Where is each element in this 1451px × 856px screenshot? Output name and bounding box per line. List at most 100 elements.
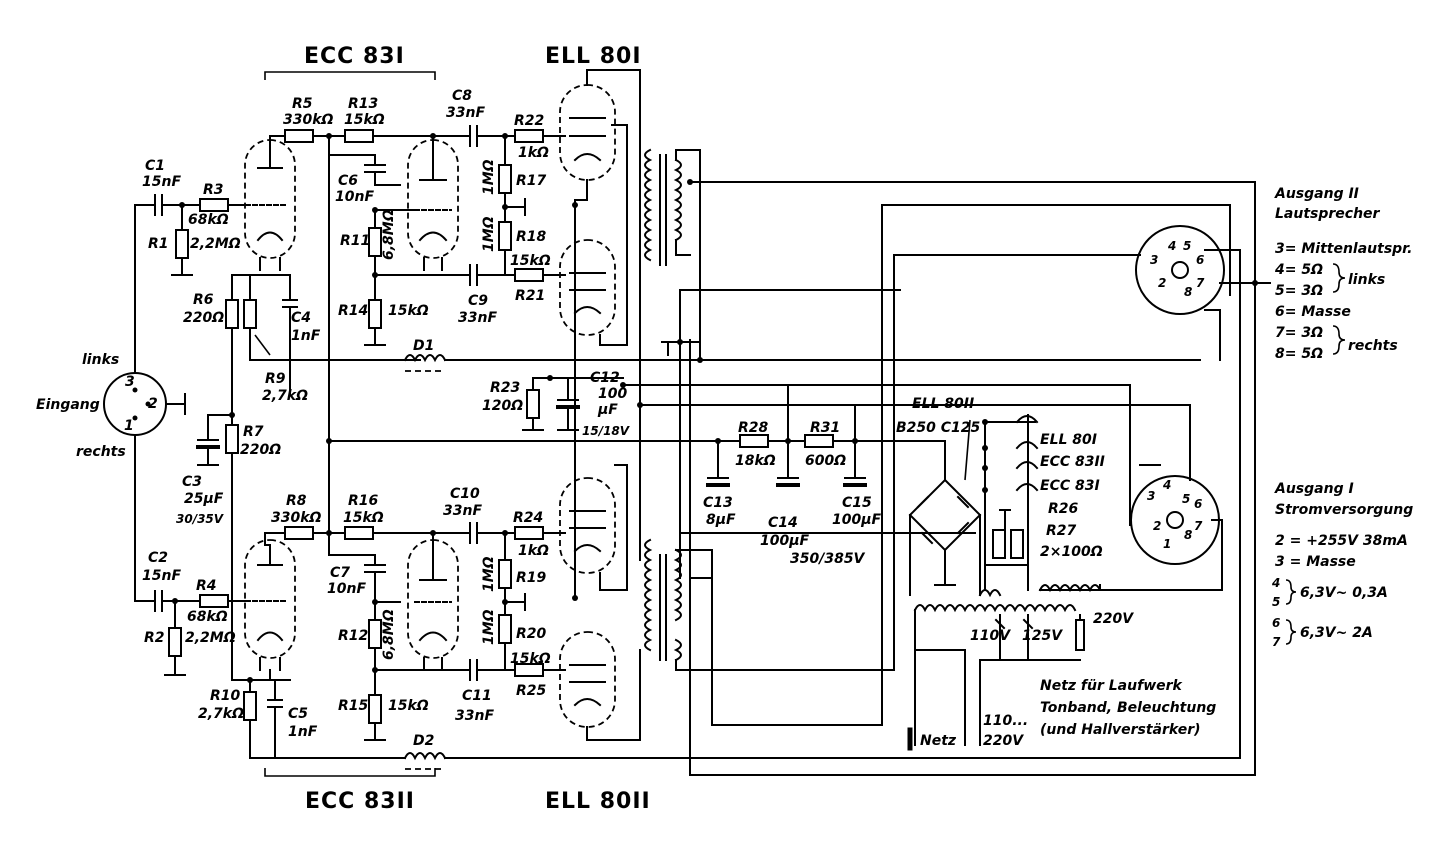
- svg-text:R9: R9: [265, 371, 286, 387]
- svg-text:2,2MΩ: 2,2MΩ: [190, 236, 241, 252]
- label-ecc83-1: ECC 83I: [304, 44, 405, 69]
- svg-text:R2: R2: [144, 630, 165, 646]
- svg-text:ECC 83II: ECC 83II: [1040, 454, 1105, 470]
- svg-text:Netz für Laufwerk: Netz für Laufwerk: [1040, 678, 1184, 694]
- svg-text:C11: C11: [462, 688, 492, 704]
- svg-text:C13: C13: [703, 495, 733, 511]
- svg-text:6,3V~ 2A: 6,3V~ 2A: [1300, 625, 1373, 641]
- svg-text:120Ω: 120Ω: [482, 398, 523, 414]
- svg-text:R1: R1: [148, 236, 169, 252]
- svg-text:R19: R19: [516, 570, 547, 586]
- svg-text:2: 2: [1153, 519, 1161, 533]
- svg-text:7: 7: [1194, 519, 1203, 533]
- svg-text:C7: C7: [330, 565, 350, 581]
- svg-text:R5: R5: [292, 96, 313, 112]
- svg-text:15kΩ: 15kΩ: [343, 510, 384, 526]
- svg-text:8: 8: [1184, 528, 1192, 542]
- svg-text:1kΩ: 1kΩ: [518, 543, 549, 559]
- svg-text:R24: R24: [513, 510, 543, 526]
- component-labels: C1 15nF R3 68kΩ R1 2,2MΩ R5 330kΩ R13 15…: [142, 88, 1105, 749]
- svg-text:D2: D2: [413, 733, 434, 749]
- svg-text:6: 6: [1272, 616, 1280, 630]
- input-eingang: Eingang: [36, 397, 100, 413]
- svg-text:30/35V: 30/35V: [176, 512, 225, 526]
- svg-text:1nF: 1nF: [288, 724, 318, 740]
- svg-text:8= 5Ω: 8= 5Ω: [1275, 346, 1323, 362]
- svg-text:1MΩ: 1MΩ: [481, 556, 497, 592]
- svg-text:Ausgang I: Ausgang I: [1274, 481, 1354, 497]
- svg-text:7= 3Ω: 7= 3Ω: [1275, 325, 1323, 341]
- svg-text:33nF: 33nF: [458, 310, 497, 326]
- svg-text:3: 3: [1150, 253, 1158, 267]
- svg-text:1MΩ: 1MΩ: [481, 159, 497, 195]
- svg-text:110V: 110V: [970, 628, 1011, 644]
- svg-text:33nF: 33nF: [455, 708, 494, 724]
- power-output-legend: Ausgang I Stromversorgung 2 = +255V 38mA…: [1271, 481, 1413, 649]
- input-rechts: rechts: [76, 444, 126, 460]
- svg-text:1MΩ: 1MΩ: [481, 216, 497, 252]
- power-supply: [522, 375, 1191, 751]
- svg-text:ELL 80I: ELL 80I: [1040, 432, 1097, 448]
- label-ell80-2: ELL 80II: [545, 789, 651, 814]
- svg-text:2×100Ω: 2×100Ω: [1040, 544, 1103, 560]
- svg-text:8: 8: [1184, 285, 1192, 299]
- svg-text:350/385V: 350/385V: [790, 551, 866, 567]
- svg-text:Lautsprecher: Lautsprecher: [1275, 206, 1381, 222]
- svg-text:C9: C9: [468, 293, 488, 309]
- svg-text:R13: R13: [348, 96, 378, 112]
- svg-text:2,7kΩ: 2,7kΩ: [198, 706, 244, 722]
- svg-text:4: 4: [1271, 576, 1280, 590]
- svg-text:R14: R14: [338, 303, 368, 319]
- speaker-socket: 3 2 4 5 6 7 8: [1135, 225, 1271, 361]
- svg-text:1nF: 1nF: [291, 328, 321, 344]
- svg-text:µF: µF: [597, 402, 618, 418]
- svg-text:R6: R6: [193, 292, 214, 308]
- svg-text:Stromversorgung: Stromversorgung: [1275, 502, 1413, 518]
- svg-text:100µF: 100µF: [760, 533, 810, 549]
- svg-text:6,8MΩ: 6,8MΩ: [381, 609, 397, 660]
- svg-text:15kΩ: 15kΩ: [344, 112, 385, 128]
- svg-text:5: 5: [1272, 595, 1280, 609]
- svg-text:33nF: 33nF: [443, 503, 482, 519]
- svg-text:68kΩ: 68kΩ: [187, 609, 228, 625]
- svg-text:rechts: rechts: [1348, 338, 1398, 354]
- svg-text:C10: C10: [450, 486, 480, 502]
- svg-text:1MΩ: 1MΩ: [481, 609, 497, 645]
- svg-text:5: 5: [1183, 239, 1191, 253]
- svg-text:15nF: 15nF: [142, 174, 181, 190]
- channel-1-wiring: [134, 125, 1201, 681]
- svg-text:R8: R8: [286, 493, 307, 509]
- svg-text:220V: 220V: [1093, 611, 1134, 627]
- svg-text:2: 2: [148, 396, 158, 412]
- svg-text:6,3V~ 0,3A: 6,3V~ 0,3A: [1300, 585, 1388, 601]
- svg-text:R23: R23: [490, 380, 520, 396]
- channel-2-wiring: [134, 249, 1241, 770]
- svg-text:3: 3: [1147, 489, 1155, 503]
- svg-text:15kΩ: 15kΩ: [510, 253, 551, 269]
- svg-text:2,7kΩ: 2,7kΩ: [262, 388, 308, 404]
- svg-text:4: 4: [1167, 239, 1176, 253]
- svg-text:15kΩ: 15kΩ: [388, 698, 429, 714]
- svg-text:220V: 220V: [983, 733, 1024, 749]
- svg-text:220Ω: 220Ω: [240, 442, 281, 458]
- svg-text:C5: C5: [288, 706, 308, 722]
- svg-text:2: 2: [1158, 276, 1166, 290]
- svg-text:R18: R18: [516, 229, 547, 245]
- svg-text:15nF: 15nF: [142, 568, 181, 584]
- svg-text:15kΩ: 15kΩ: [510, 651, 551, 667]
- svg-text:C3: C3: [182, 474, 202, 490]
- svg-text:330kΩ: 330kΩ: [283, 112, 334, 128]
- svg-text:R12: R12: [338, 628, 368, 644]
- svg-text:8µF: 8µF: [706, 512, 736, 528]
- label-ecc83-2: ECC 83II: [305, 789, 415, 814]
- svg-text:C4: C4: [291, 310, 311, 326]
- svg-text:4= 5Ω: 4= 5Ω: [1274, 262, 1323, 278]
- svg-text:6: 6: [1194, 497, 1202, 511]
- svg-text:R26: R26: [1048, 501, 1079, 517]
- mains-labels: 220V 110V 125V Netz 110... 220V Netz für…: [920, 611, 1216, 749]
- svg-text:10nF: 10nF: [335, 189, 374, 205]
- input-links: links: [82, 352, 119, 368]
- svg-text:7: 7: [1196, 276, 1205, 290]
- svg-text:100: 100: [598, 386, 627, 402]
